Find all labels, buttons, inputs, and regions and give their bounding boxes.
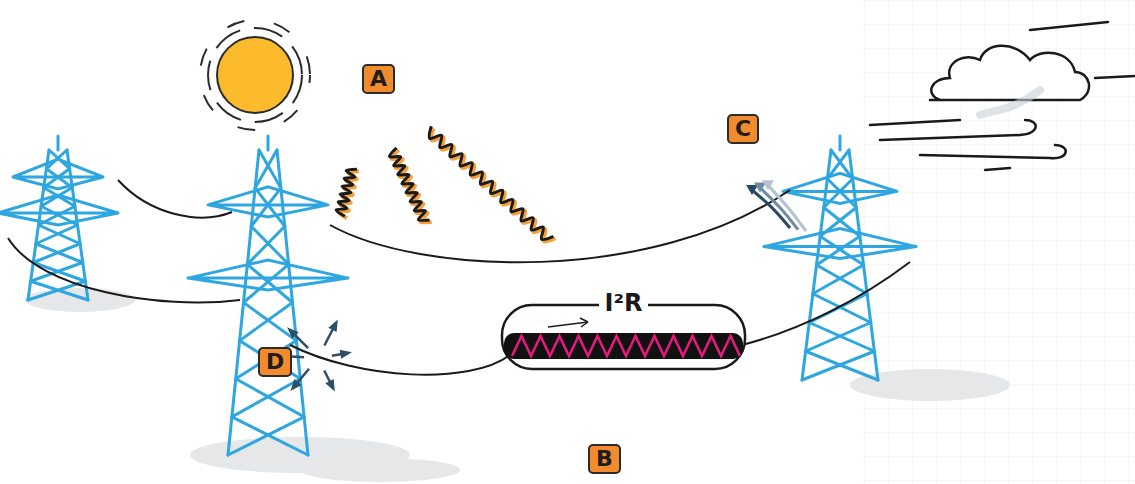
power-lines [8, 180, 910, 375]
heating-inset: I²R [502, 290, 745, 316]
formula-label: I²R [599, 290, 649, 316]
callout-letter: C [727, 114, 759, 144]
callout-letter: A [362, 64, 395, 94]
wind-and-cloud [870, 22, 1135, 170]
sun [200, 20, 310, 130]
transmission-towers [0, 136, 916, 455]
solar-radiation-waves [336, 126, 555, 241]
convective-cooling-arrows [746, 180, 806, 231]
ground-shadows [25, 288, 1010, 482]
callout-letter: D [258, 347, 292, 377]
callout-letter: B [588, 444, 621, 474]
